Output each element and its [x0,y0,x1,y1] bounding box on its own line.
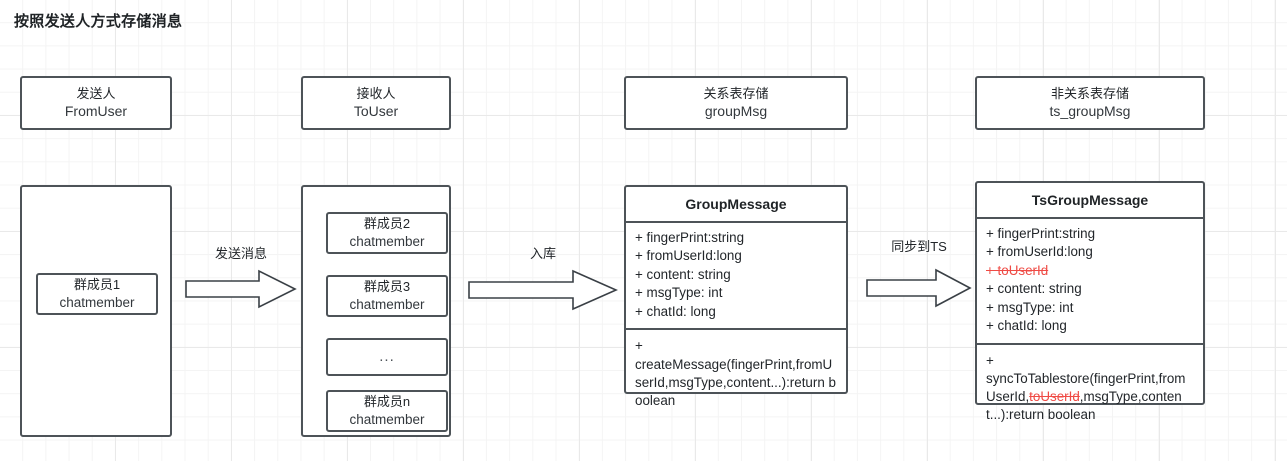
arrow-label: 入库 [529,246,556,261]
uml-attribute: + chatId: long [986,318,1067,334]
header-box-groupmsg: 关系表存储 groupMsg [624,76,848,130]
header-box-tsgroupmsg: 非关系表存储 ts_groupMsg [975,76,1205,130]
uml-class-title: GroupMessage [626,187,846,223]
arrow-persist: 入库 [468,243,618,311]
header-label-cn: 接收人 [356,86,396,102]
header-label-cn: 非关系表存储 [1050,86,1129,102]
page-title: 按照发送人方式存储消息 [14,13,183,30]
block-arrow-icon [185,269,297,309]
header-label-en: ts_groupMsg [1049,103,1131,120]
uml-attribute: + fromUserId:long [635,248,742,264]
header-box-touser: 接收人 ToUser [301,76,451,130]
uml-attributes-section: + fingerPrint:string + fromUserId:long +… [977,219,1203,345]
member-label-en: chatmember [59,294,135,310]
uml-method-signature-start: syncToTablestore(fingerPrint,fromUserId, [986,371,1186,405]
member-box-n[interactable]: 群成员n chatmember [326,390,448,432]
member-label-cn: 群成员2 [363,215,411,231]
header-label-cn: 发送人 [76,86,116,102]
member-label-cn: 群成员1 [73,276,121,292]
uml-attribute: + fromUserId:long [986,244,1093,260]
header-label-en: ToUser [353,103,399,120]
uml-method: + createMessage(fingerPrint,fromUserId,m… [635,337,838,410]
arrow-send-message: 发送消息 [185,243,297,309]
arrow-sync-to-ts: 同步到TS [866,236,972,308]
uml-class-title: TsGroupMessage [977,183,1203,219]
member-label-en: chatmember [349,411,425,427]
uml-class-groupmessage: GroupMessage + fingerPrint:string + from… [624,185,848,408]
sender-container: 群成员1 chatmember [20,185,172,437]
uml-method-removed-param: toUserId [1029,389,1080,405]
member-label-cn: ... [379,348,395,366]
uml-class-tsgroupmessage: TsGroupMessage + fingerPrint:string + fr… [975,181,1205,422]
header-box-fromuser: 发送人 FromUser [20,76,172,130]
member-label-cn: 群成员n [363,393,411,409]
block-arrow-icon [468,269,618,311]
uml-methods-section: + createMessage(fingerPrint,fromUserId,m… [626,330,846,418]
uml-attribute: + fingerPrint:string [986,225,1096,241]
header-label-cn: 关系表存储 [703,86,769,102]
member-box-2[interactable]: 群成员2 chatmember [326,212,448,254]
uml-method-visibility: + [635,338,643,354]
uml-method: + syncToTablestore(fingerPrint,fromUserI… [986,352,1195,425]
member-label-en: chatmember [349,296,425,312]
member-label-en: chatmember [349,233,425,249]
uml-method-signature-end: ,msgType,content...):return boolean [986,389,1182,423]
header-label-en: groupMsg [704,103,768,120]
arrow-label: 同步到TS [891,239,947,254]
member-box-3[interactable]: 群成员3 chatmember [326,275,448,317]
uml-attribute-removed: + toUserId [986,262,1049,278]
uml-attribute: + msgType: int [986,299,1074,315]
member-box-1[interactable]: 群成员1 chatmember [36,273,158,315]
uml-attribute: + msgType: int [635,285,723,301]
uml-attribute: + content: string [635,266,731,282]
arrow-label: 发送消息 [214,246,267,261]
uml-attribute: + chatId: long [635,303,716,319]
header-label-en: FromUser [64,103,128,120]
uml-methods-section: + syncToTablestore(fingerPrint,fromUserI… [977,345,1203,433]
member-box-ellipsis[interactable]: ... [326,338,448,376]
uml-method-visibility: + [986,352,994,368]
uml-attribute: + fingerPrint:string [635,229,745,245]
uml-attributes-section: + fingerPrint:string + fromUserId:long +… [626,223,846,331]
member-label-cn: 群成员3 [363,278,411,294]
uml-method-signature: createMessage(fingerPrint,fromUserId,msg… [635,356,836,408]
receiver-container: 群成员2 chatmember 群成员3 chatmember ... 群成员n… [301,185,451,437]
uml-attribute: + content: string [986,281,1082,297]
block-arrow-icon [866,268,972,308]
